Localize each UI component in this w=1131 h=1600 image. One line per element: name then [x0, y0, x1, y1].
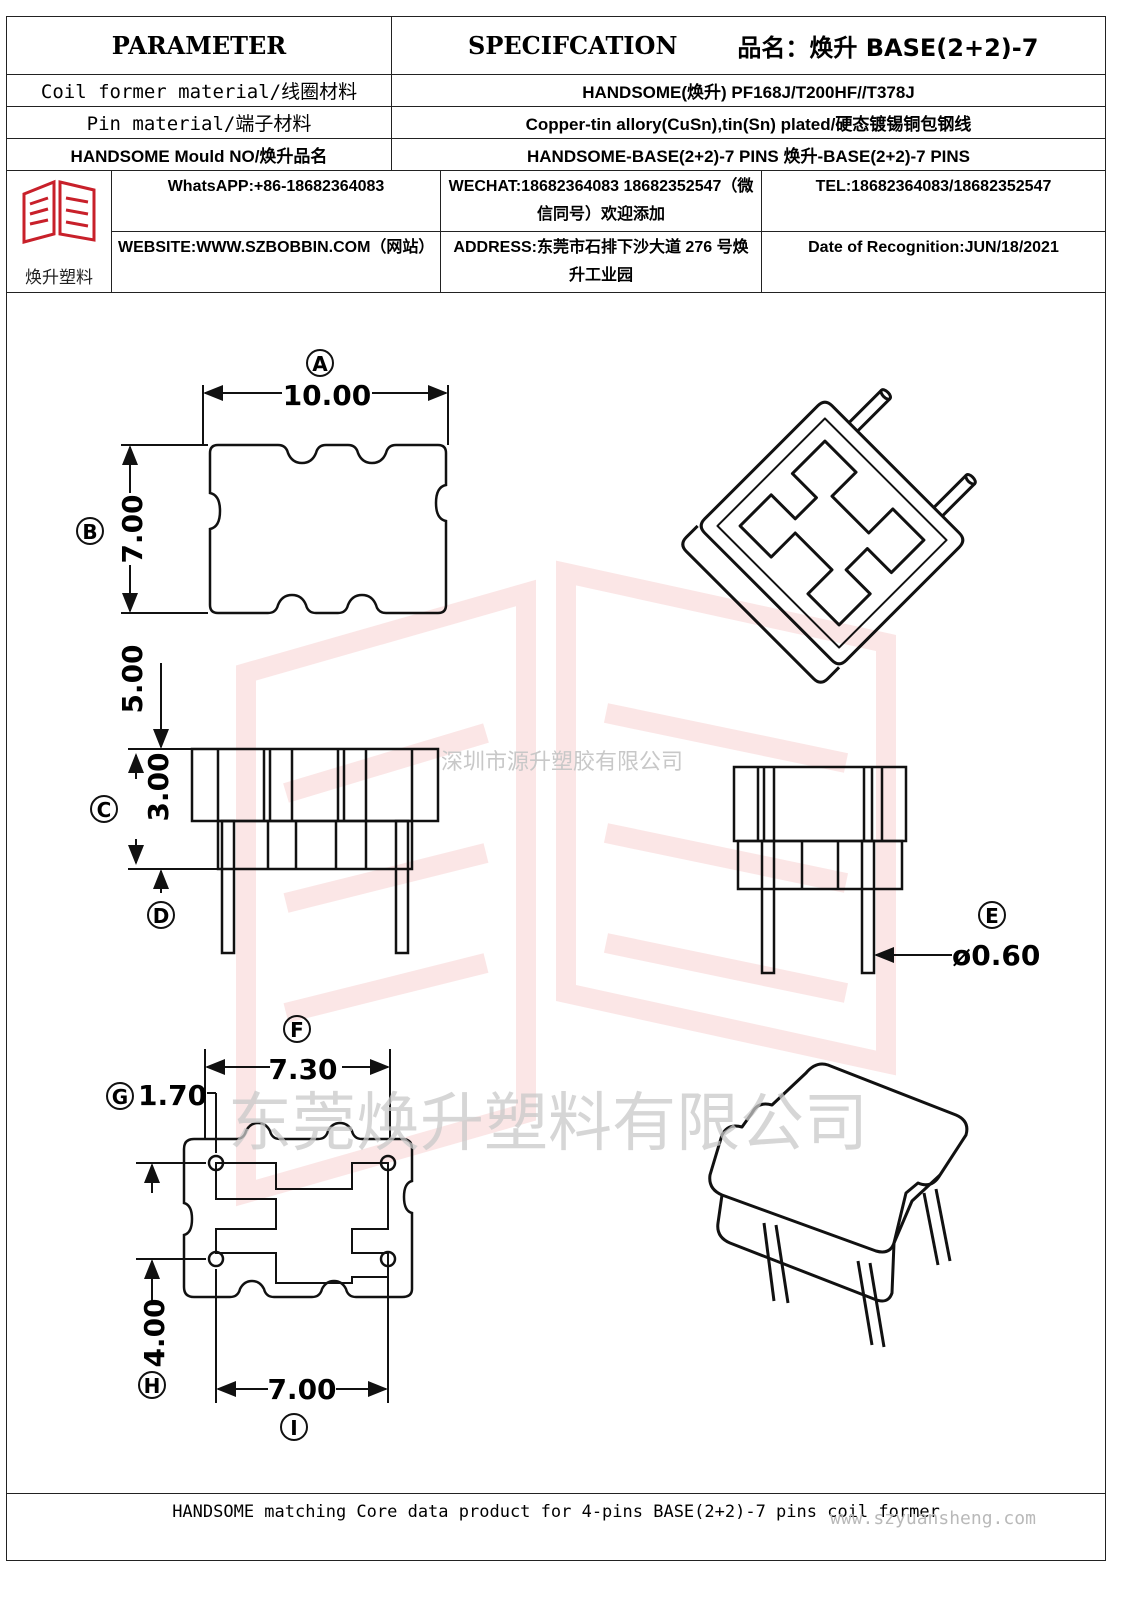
dim-e-value: ø0.60 — [952, 939, 1040, 972]
dim-g-label: G — [106, 1082, 134, 1110]
dim-f-label: F — [283, 1015, 311, 1043]
dim-i-value: 7.00 — [267, 1373, 336, 1406]
dim-i-label: I — [280, 1413, 308, 1441]
svg-text:F: F — [290, 1018, 304, 1042]
company-watermark-large: 东莞焕升塑料有限公司 — [228, 1087, 868, 1161]
specification-heading: SPECIFCATION 品名：焕升 BASE(2+2)-7 — [391, 16, 1106, 75]
dim-b-value: 7.00 — [116, 494, 149, 563]
mould-no-value: HANDSOME-BASE(2+2)-7 PINS 焕升-BASE(2+2)-7… — [391, 138, 1106, 171]
dim-h-value: 4.00 — [138, 1298, 171, 1367]
product-name: 品名：焕升 BASE(2+2)-7 — [737, 34, 1039, 62]
svg-text:C: C — [97, 798, 112, 822]
coil-material-value: HANDSOME(焕升) PF168J/T200HF//T378J — [391, 74, 1106, 107]
dim-h-label: H — [138, 1371, 166, 1399]
dim-c-label: C — [90, 795, 118, 823]
svg-text:A: A — [312, 352, 328, 376]
company-watermark-small: 深圳市源升塑胶有限公司 — [441, 750, 683, 775]
tel: TEL:18682364083/18682352547 — [761, 170, 1106, 232]
dim-c1-value: 5.00 — [116, 644, 149, 713]
dim-f-value: 7.30 — [268, 1053, 337, 1086]
dim-g-value: 1.70 — [138, 1079, 207, 1112]
site-watermark: www.szyuansheng.com — [830, 1508, 1036, 1529]
date-of-recognition: Date of Recognition:JUN/18/2021 — [761, 231, 1106, 293]
parameter-table: PARAMETER SPECIFCATION 品名：焕升 BASE(2+2)-7… — [6, 16, 1106, 171]
website: WEBSITE:WWW.SZBOBBIN.COM（网站） — [111, 231, 441, 293]
logo-icon — [22, 179, 96, 244]
footer-note: HANDSOME matching Core data product for … — [6, 1493, 1106, 1530]
front-view — [732, 765, 908, 975]
dim-b-label: B — [76, 517, 104, 545]
pin-material-label: Pin material/端子材料 — [6, 106, 392, 139]
svg-text:E: E — [985, 904, 999, 928]
side-view — [190, 747, 440, 955]
dim-a-label: A — [306, 349, 334, 377]
logo-text: 焕升塑料 — [25, 267, 93, 288]
svg-text:I: I — [290, 1416, 297, 1440]
coil-material-label: Coil former material/线圈材料 — [6, 74, 392, 107]
pin-material-value: Copper-tin allory(CuSn),tin(Sn) plated/硬… — [391, 106, 1106, 139]
top-view — [208, 443, 448, 615]
whatsapp: WhatsAPP:+86-18682364083 — [111, 170, 441, 232]
isometric-bottom-view — [708, 1062, 969, 1348]
svg-text:D: D — [153, 904, 170, 928]
svg-text:H: H — [144, 1374, 161, 1398]
contact-table: 焕升塑料 WhatsAPP:+86-18682364083 WECHAT:186… — [6, 170, 1106, 293]
specification-label: SPECIFCATION — [468, 31, 678, 60]
dim-a-value: 10.00 — [283, 379, 372, 412]
logo: 焕升塑料 — [6, 170, 112, 293]
svg-text:G: G — [112, 1085, 128, 1109]
wechat: WECHAT:18682364083 18682352547（微信同号）欢迎添加 — [440, 170, 762, 232]
logo-watermark — [236, 560, 896, 1207]
technical-drawing: 10.00 A 7.00 B 5.00 3.00 C — [76, 349, 1040, 1441]
parameter-heading: PARAMETER — [6, 16, 392, 75]
dim-c-value: 3.00 — [142, 752, 175, 821]
mould-no-label: HANDSOME Mould NO/焕升品名 — [6, 138, 392, 171]
dim-d-label: D — [147, 901, 175, 929]
address: ADDRESS:东莞市石排下沙大道 276 号焕升工业园 — [440, 231, 762, 293]
dim-e-label: E — [978, 901, 1006, 929]
isometric-top-view — [681, 388, 977, 684]
svg-text:B: B — [82, 520, 97, 544]
